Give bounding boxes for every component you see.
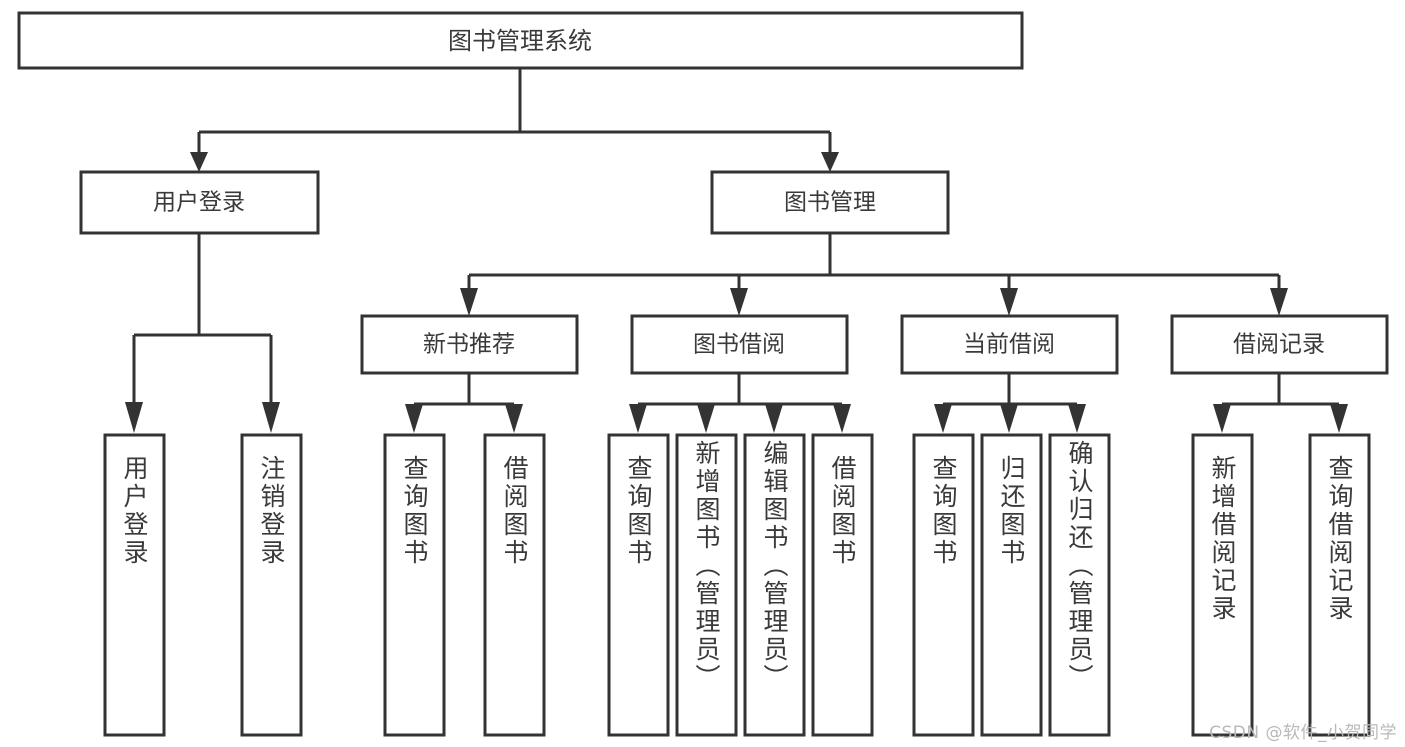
node-borrow-record-label: 借阅记录 — [1233, 332, 1325, 358]
arrow-head-book-borrow — [730, 288, 748, 316]
leaf-box-book-borrow-1[interactable] — [607, 433, 670, 737]
arrow-head-book-borrow-leaf-3 — [765, 404, 783, 433]
arrow-head-new-book-leaf-1 — [405, 404, 423, 433]
arrow-head-new-book-leaf-2 — [505, 404, 523, 433]
node-root-box[interactable] — [17, 11, 1024, 70]
node-new-book-recommend-label: 新书推荐 — [423, 332, 515, 358]
arrow-head-current-borrow-leaf-3 — [1068, 404, 1086, 433]
node-book-manage-box[interactable] — [710, 170, 950, 235]
node-book-borrow-label: 图书借阅 — [693, 332, 785, 358]
arrow-head-current-borrow — [1000, 288, 1018, 316]
arrow-head-new-book — [460, 288, 478, 316]
arrow-head-user-login-leaf-2 — [262, 402, 280, 433]
arrow-head-book-borrow-leaf-4 — [833, 404, 851, 433]
leaf-box-current-borrow-3[interactable] — [1048, 433, 1111, 737]
node-book-borrow[interactable]: 图书借阅 — [630, 314, 849, 375]
node-user-login-box[interactable] — [79, 170, 320, 235]
node-current-borrow[interactable]: 当前借阅 — [900, 314, 1119, 375]
node-current-borrow-label: 当前借阅 — [963, 332, 1055, 358]
leaf-box-new-book-1[interactable] — [383, 433, 446, 737]
node-borrow-record[interactable]: 借阅记录 — [1170, 314, 1389, 375]
arrow-head-current-borrow-leaf-2 — [1000, 404, 1018, 433]
leaf-box-current-borrow-1[interactable] — [912, 433, 975, 737]
node-book-borrow-box[interactable] — [630, 314, 849, 375]
node-user-login[interactable]: 用户登录 — [79, 170, 320, 235]
arrow-head-current-borrow-leaf-1 — [934, 404, 952, 433]
node-book-manage-label: 图书管理 — [784, 190, 876, 216]
leaf-box-user-login-1[interactable] — [103, 433, 166, 737]
arrow-head-book-manage — [821, 152, 839, 172]
leaf-box-book-borrow-2[interactable] — [675, 433, 738, 737]
leaf-box-new-book-2[interactable] — [483, 433, 546, 737]
leaf-box-borrow-record-2[interactable] — [1308, 433, 1371, 737]
arrow-head-user-login — [190, 152, 208, 172]
node-new-book-recommend-box[interactable] — [360, 314, 579, 375]
leaf-box-book-borrow-4[interactable] — [811, 433, 874, 737]
node-current-borrow-box[interactable] — [900, 314, 1119, 375]
leaf-box-layer — [103, 433, 1371, 737]
node-new-book-recommend[interactable]: 新书推荐 — [360, 314, 579, 375]
node-root[interactable]: 图书管理系统 — [17, 11, 1024, 70]
arrow-head-user-login-leaf-1 — [125, 402, 143, 433]
leaf-box-user-login-2[interactable] — [240, 433, 303, 737]
arrow-head-book-borrow-leaf-1 — [629, 404, 647, 433]
arrow-head-borrow-record-leaf-2 — [1330, 404, 1348, 433]
node-user-login-label: 用户登录 — [153, 190, 245, 216]
connector-layer — [125, 68, 1348, 433]
node-book-manage[interactable]: 图书管理 — [710, 170, 950, 235]
leaf-box-borrow-record-1[interactable] — [1191, 433, 1254, 737]
node-borrow-record-box[interactable] — [1170, 314, 1389, 375]
arrow-head-borrow-record — [1270, 288, 1288, 316]
leaf-box-book-borrow-3[interactable] — [743, 433, 806, 737]
arrow-head-book-borrow-leaf-2 — [697, 404, 715, 433]
node-root-label: 图书管理系统 — [448, 27, 592, 55]
leaf-box-current-borrow-2[interactable] — [980, 433, 1043, 737]
arrow-head-borrow-record-leaf-1 — [1213, 404, 1231, 433]
